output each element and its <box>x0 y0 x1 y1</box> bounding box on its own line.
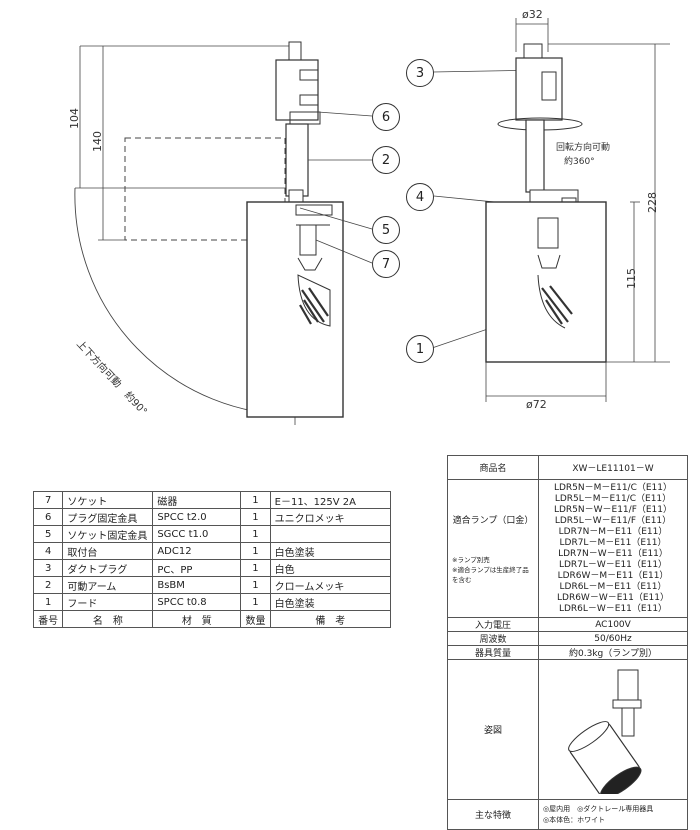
parts-cell-qty: 1 <box>240 508 271 526</box>
parts-cell-material: SPCC t0.8 <box>152 593 242 611</box>
rotation-degree: 約360° <box>564 157 595 167</box>
parts-cell-note: 白色 <box>269 559 392 577</box>
parts-cell-material: SGCC t1.0 <box>152 525 242 543</box>
balloon-5: 5 <box>372 216 400 244</box>
parts-cell-qty: 1 <box>240 491 271 509</box>
parts-cell-no: 5 <box>32 525 64 543</box>
parts-cell-name: 取付台 <box>62 542 154 560</box>
parts-header-name: 名 称 <box>62 610 154 628</box>
weight-value: 約0.3kg（ランプ別） <box>538 645 688 660</box>
parts-cell-no: 1 <box>32 593 64 611</box>
parts-cell-name: 可動アーム <box>62 576 154 594</box>
parts-cell-name: プラグ固定金具 <box>62 508 154 526</box>
parts-cell-note: クロームメッキ <box>269 576 392 594</box>
parts-cell-note <box>269 525 392 543</box>
weight-label: 器具質量 <box>447 645 539 660</box>
lamp-item: LDR7L－M－E11（E11） <box>559 537 667 548</box>
lamp-note-discontinued: ※適合ランプは生産終了品を含む <box>452 566 529 584</box>
figure-label: 姿図 <box>447 659 539 800</box>
parts-cell-no: 4 <box>32 542 64 560</box>
features-label: 主な特徴 <box>447 799 539 830</box>
parts-cell-qty: 1 <box>240 559 271 577</box>
balloon-6: 6 <box>372 103 400 131</box>
compatible-lamp-label: 適合ランプ（口金） <box>452 516 534 526</box>
parts-cell-qty: 1 <box>240 525 271 543</box>
parts-cell-material: BsBM <box>152 576 242 594</box>
parts-header-note: 備 考 <box>269 610 392 628</box>
parts-cell-note: 白色塗装 <box>269 593 392 611</box>
parts-cell-name: ダクトプラグ <box>62 559 154 577</box>
lamp-item: LDR6L－W－E11（E11） <box>558 603 668 614</box>
dimension-diameter-72: ø72 <box>526 398 547 411</box>
parts-cell-name: ソケット <box>62 491 154 509</box>
parts-cell-no: 7 <box>32 491 64 509</box>
dimension-115: 115 <box>625 268 638 289</box>
lamp-item: LDR7N－M－E11（E11） <box>558 526 668 537</box>
product-name-label: 商品名 <box>447 455 539 480</box>
frequency-value: 50/60Hz <box>538 631 688 646</box>
balloon-4: 4 <box>406 183 434 211</box>
balloon-1: 1 <box>406 335 434 363</box>
compatible-lamp-list: LDR5N－M－E11/C（E11）LDR5L－M－E11/C（E11）LDR5… <box>538 479 688 618</box>
front-view-drawing <box>485 18 670 402</box>
spec-table: 商品名 XW－LE11101－W 適合ランプ（口金） ※ランプ別売 ※適合ランプ… <box>447 455 688 830</box>
frequency-label: 周波数 <box>447 631 539 646</box>
voltage-label: 入力電圧 <box>447 617 539 632</box>
product-figure <box>568 669 642 799</box>
parts-header-material: 材 質 <box>152 610 242 628</box>
lamp-item: LDR5L－W－E11/F（E11） <box>554 515 672 526</box>
parts-cell-note: ユニクロメッキ <box>269 508 392 526</box>
dimension-diameter-32: ø32 <box>522 8 543 21</box>
voltage-value: AC100V <box>538 617 688 632</box>
parts-cell-no: 6 <box>32 508 64 526</box>
parts-cell-no: 3 <box>32 559 64 577</box>
lamp-item: LDR6W－M－E11（E11） <box>557 570 669 581</box>
feature-line-1: ◎屋内用 ◎ダクトレール専用器具 <box>543 804 654 813</box>
parts-cell-note: 白色塗装 <box>269 542 392 560</box>
rotation-label: 回転方向可動 <box>556 143 611 153</box>
balloon-2: 2 <box>372 146 400 174</box>
product-figure-cell <box>538 659 688 800</box>
side-view-drawing <box>74 41 344 425</box>
parts-cell-material: PC、PP <box>152 559 242 577</box>
lamp-note-sold-separately: ※ランプ別売 <box>452 556 490 564</box>
parts-header-qty: 数量 <box>240 610 271 628</box>
parts-header-row: 番号名 称材 質数量備 考 <box>32 610 392 628</box>
balloon-7: 7 <box>372 250 400 278</box>
parts-header-no: 番号 <box>32 610 64 628</box>
lamp-item: LDR5L－M－E11/C（E11） <box>554 493 672 504</box>
balloon-3: 3 <box>406 59 434 87</box>
parts-cell-qty: 1 <box>240 542 271 560</box>
lamp-item: LDR7L－W－E11（E11） <box>558 559 668 570</box>
lamp-item: LDR6W－W－E11（E11） <box>557 592 669 603</box>
parts-cell-material: 磁器 <box>152 491 242 509</box>
parts-cell-qty: 1 <box>240 576 271 594</box>
parts-cell-material: SPCC t2.0 <box>152 508 242 526</box>
parts-cell-qty: 1 <box>240 593 271 611</box>
lamp-item: LDR7N－W－E11（E11） <box>558 548 668 559</box>
lamp-item: LDR6L－M－E11（E11） <box>559 581 667 592</box>
dimension-228: 228 <box>646 192 659 213</box>
feature-line-2: ◎本体色：ホワイト <box>543 815 606 824</box>
parts-cell-no: 2 <box>32 576 64 594</box>
parts-cell-name: フード <box>62 593 154 611</box>
product-name: XW－LE11101－W <box>538 455 688 480</box>
parts-cell-note: E－11、125V 2A <box>269 491 392 509</box>
lamp-item: LDR5N－M－E11/C（E11） <box>553 482 672 493</box>
parts-cell-material: ADC12 <box>152 542 242 560</box>
parts-cell-name: ソケット固定金具 <box>62 525 154 543</box>
lamp-item: LDR5N－W－E11/F（E11） <box>553 504 673 515</box>
